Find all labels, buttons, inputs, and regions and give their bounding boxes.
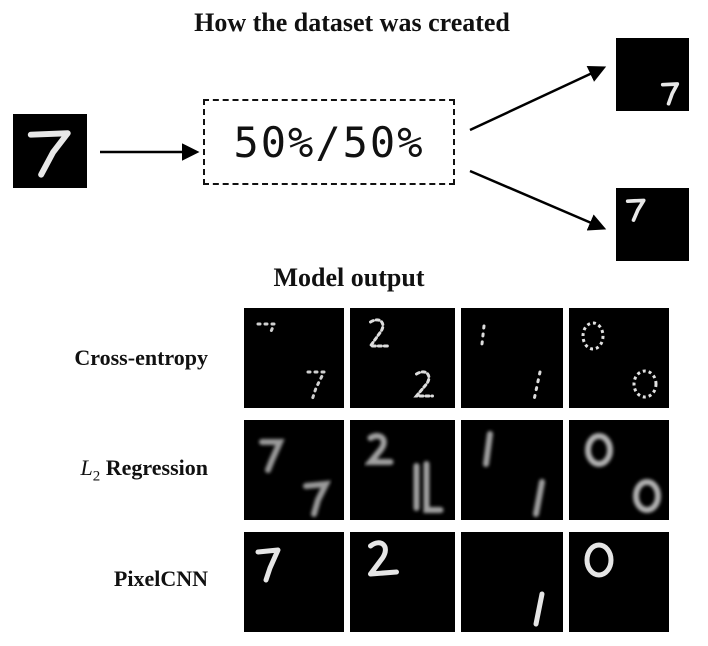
input-digit-image [13, 114, 87, 188]
branch-output-bottom-right-image [616, 38, 689, 111]
pixelcnn-digit-0-image [569, 532, 669, 632]
l2-regression-digit-0-image [569, 420, 669, 520]
cross-entropy-digit-0-image [569, 308, 669, 408]
cross-entropy-digit-2-image [350, 308, 455, 408]
l2-symbol: L [80, 455, 93, 480]
cross-entropy-digit-7-image [244, 308, 344, 408]
split-ratio-box: 50%/50% [203, 99, 455, 185]
model-output-title: Model output [273, 263, 425, 292]
pixelcnn-digit-1-image [461, 532, 563, 632]
l2-regression-digit-1-image [461, 420, 563, 520]
regression-label: Regression [100, 455, 208, 480]
row-label-l2-regression: L2 Regression [0, 455, 230, 485]
row-label-pixelcnn: PixelCNN [113, 566, 208, 591]
row-label-cross-entropy: Cross-entropy [74, 345, 208, 370]
dataset-title: How the dataset was created [194, 8, 510, 37]
bottom-branch-arrow [469, 169, 607, 231]
l2-regression-digit-2-image [350, 420, 455, 520]
l2-regression-digit-7-image [244, 420, 344, 520]
cross-entropy-digit-1-image [461, 308, 563, 408]
l2-subscript: 2 [92, 468, 101, 485]
branch-output-top-left-image [616, 188, 689, 261]
top-branch-arrow [469, 65, 607, 132]
pixelcnn-digit-7-image [244, 532, 344, 632]
pixelcnn-digit-2-image [350, 532, 455, 632]
